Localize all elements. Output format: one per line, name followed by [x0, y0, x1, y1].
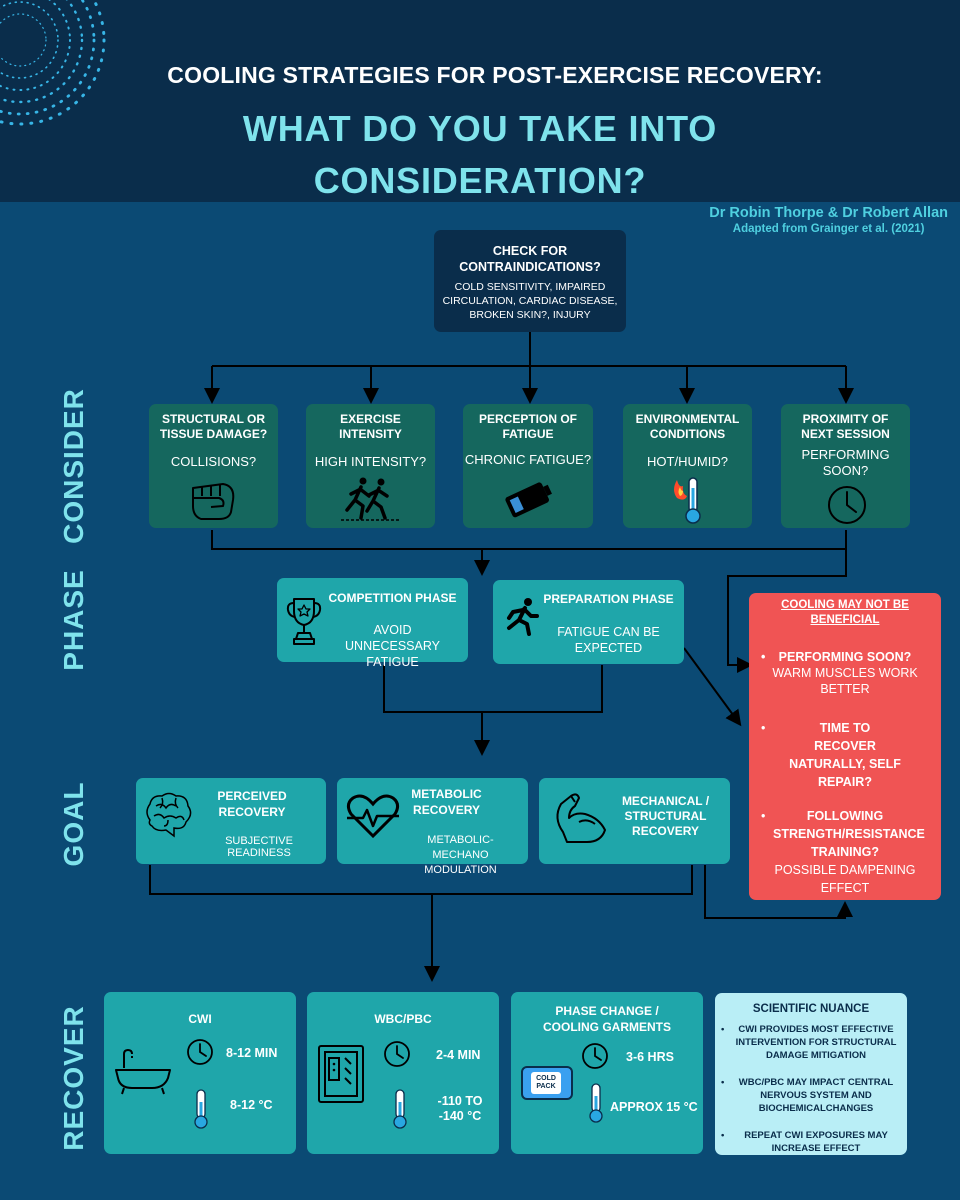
runner-icon [507, 598, 539, 636]
warning-point-body: POSSIBLE DAMPENING EFFECT [774, 863, 916, 895]
consider-proximity-box: PROXIMITY OF NEXT SESSION PERFORMING SOO… [781, 404, 910, 528]
warning-point-head: FOLLOWING STRENGTH/RESISTANCE TRAINING? [773, 809, 925, 859]
goal-metabolic-box: METABOLIC RECOVERY METABOLIC-MECHANO MOD… [337, 778, 528, 876]
header-banner: COOLING STRATEGIES FOR POST-EXERCISE REC… [0, 0, 960, 202]
goal-sub: SUBJECTIVE READINESS [225, 835, 293, 859]
recover-title: CWI [188, 1012, 212, 1026]
consider-title: PROXIMITY OF NEXT SESSION [801, 412, 890, 441]
warning-point: • TIME TO RECOVER NATURALLY, SELF REPAIR… [749, 719, 941, 791]
warning-point: • FOLLOWING STRENGTH/RESISTANCE TRAINING… [749, 807, 941, 897]
consider-title: ENVIRONMENTAL CONDITIONS [635, 412, 740, 441]
consider-title: PERCEPTION OF FATIGUE [478, 412, 577, 441]
page-title: WHAT DO YOU TAKE INTO CONSIDERATION? [0, 103, 960, 207]
contraindications-box: CHECK FOR CONTRAINDICATIONS? COLD SENSIT… [434, 230, 626, 332]
clock-icon [582, 1043, 608, 1069]
recover-temp: 8-12 °C [230, 1098, 273, 1112]
consider-intensity-box: EXERCISE INTENSITY HIGH INTENSITY? [306, 404, 435, 528]
cryo-chamber-icon [318, 1045, 364, 1103]
nuance-point: •WBC/PBC MAY IMPACT CENTRAL NERVOUS SYST… [721, 1077, 894, 1114]
page-title-line-2: CONSIDERATION? [313, 160, 647, 201]
thermometer-icon [393, 1089, 407, 1129]
source: Adapted from Grainger et al. (2021) [732, 223, 925, 235]
bathtub-icon [115, 1049, 171, 1095]
dotted-circle-decoration [0, 0, 106, 126]
phase-title: COMPETITION PHASE [328, 591, 457, 605]
recover-temp: APPROX 15 °C [610, 1100, 698, 1114]
flexed-arm-icon [556, 793, 606, 843]
thermometer-icon [194, 1089, 208, 1129]
recover-time: 8-12 MIN [226, 1046, 278, 1060]
recover-title: PHASE CHANGE / COOLING GARMENTS [543, 1004, 671, 1034]
header-kicker: COOLING STRATEGIES FOR POST-EXERCISE REC… [167, 62, 823, 88]
authors: Dr Robin Thorpe & Dr Robert Allan [709, 205, 948, 221]
goal-title: PERCEIVED RECOVERY [217, 789, 287, 819]
fist-icon [192, 483, 235, 520]
consider-sub: COLLISIONS? [170, 454, 257, 469]
brain-icon [146, 792, 192, 838]
thermometer-icon [589, 1083, 603, 1123]
credits: Dr Robin Thorpe & Dr Robert Allan Adapte… [709, 205, 948, 235]
phase-title: PREPARATION PHASE [543, 592, 674, 606]
preparation-phase-box: PREPARATION PHASE FATIGUE CAN BE EXPECTE… [493, 580, 684, 664]
goal-sub: METABOLIC-MECHANO MODULATION [424, 834, 497, 876]
scientific-nuance-box: SCIENTIFIC NUANCE •CWI PROVIDES MOST EFF… [715, 993, 907, 1155]
goal-mechanical-box: MECHANICAL / STRUCTURAL RECOVERY [539, 778, 730, 864]
nuance-title: SCIENTIFIC NUANCE [752, 1003, 870, 1015]
recover-title: WBC/PBC [374, 1012, 432, 1026]
consider-structural-box: STRUCTURAL OR TISSUE DAMAGE? COLLISIONS? [149, 404, 278, 528]
contraindications-title-line-1: CHECK FOR [492, 244, 568, 258]
consider-environment-box: ENVIRONMENTAL CONDITIONS HOT/HUMID? [623, 404, 752, 528]
competition-phase-box: COMPETITION PHASE AVOID UNNECESSARY FATI… [277, 578, 468, 669]
warning-title: COOLING MAY NOT BE BENEFICIAL [781, 599, 909, 626]
cold-pack-icon: COLD PACK [521, 1066, 573, 1100]
consider-sub: CHRONIC FATIGUE? [464, 452, 592, 467]
phase-sub: AVOID UNNECESSARY FATIGUE [345, 623, 440, 669]
warning-point-body: WARM MUSCLES WORK BETTER [772, 666, 918, 696]
clock-icon [187, 1039, 213, 1065]
clock-icon [384, 1041, 410, 1067]
consider-sub: PERFORMING SOON? [801, 447, 890, 478]
recover-time: 3-6 HRS [626, 1050, 674, 1064]
recover-wbc-box: WBC/PBC 2-4 MIN -110 TO -140 °C [307, 992, 499, 1154]
page-title-line-1: WHAT DO YOU TAKE INTO [242, 108, 718, 149]
recover-temp: -110 TO -140 °C [437, 1094, 483, 1123]
runners-icon [341, 477, 401, 521]
consider-title: STRUCTURAL OR TISSUE DAMAGE? [159, 412, 268, 441]
consider-sub: HIGH INTENSITY? [314, 454, 427, 469]
contraindications-title-line-2: CONTRAINDICATIONS? [459, 260, 601, 274]
consider-fatigue-box: PERCEPTION OF FATIGUE CHRONIC FATIGUE? [463, 404, 593, 528]
nuance-list: •CWI PROVIDES MOST EFFECTIVE INTERVENTIO… [719, 1023, 905, 1155]
consider-title: EXERCISE INTENSITY [339, 412, 402, 441]
goal-title: METABOLIC RECOVERY [411, 787, 482, 817]
hot-thermometer-icon [674, 477, 701, 524]
nuance-point: •REPEAT CWI EXPOSURES MAY INCREASE EFFEC… [721, 1130, 888, 1154]
nuance-point: •CWI PROVIDES MOST EFFECTIVE INTERVENTIO… [721, 1024, 897, 1061]
heartbeat-icon [346, 794, 400, 839]
recover-cwi-box: CWI 8-12 MIN 8-12 °C [104, 992, 296, 1154]
phase-sub: FATIGUE CAN BE EXPECTED [557, 625, 660, 655]
contraindications-title: CHECK FOR CONTRAINDICATIONS? [434, 243, 626, 275]
contraindications-body: COLD SENSITIVITY, IMPAIRED CIRCULATION, … [442, 281, 618, 321]
low-battery-icon [505, 482, 552, 518]
warning-box: COOLING MAY NOT BE BENEFICIAL •PERFORMIN… [749, 593, 941, 900]
trophy-icon [286, 598, 322, 645]
recover-garments-box: PHASE CHANGE / COOLING GARMENTS COLD PAC… [511, 992, 703, 1154]
warning-point-head: TIME TO RECOVER NATURALLY, SELF REPAIR? [789, 721, 901, 789]
warning-point: •PERFORMING SOON? WARM MUSCLES WORK BETT… [749, 649, 941, 697]
clock-icon [828, 486, 866, 524]
warning-point-head: •PERFORMING SOON? [761, 650, 912, 664]
recover-time: 2-4 MIN [436, 1048, 481, 1062]
cold-pack-label: COLD PACK [531, 1072, 561, 1094]
goal-title: MECHANICAL / STRUCTURAL RECOVERY [621, 794, 710, 838]
consider-sub: HOT/HUMID? [647, 454, 728, 469]
goal-perceived-box: PERCEIVED RECOVERY SUBJECTIVE READINESS [136, 778, 326, 864]
